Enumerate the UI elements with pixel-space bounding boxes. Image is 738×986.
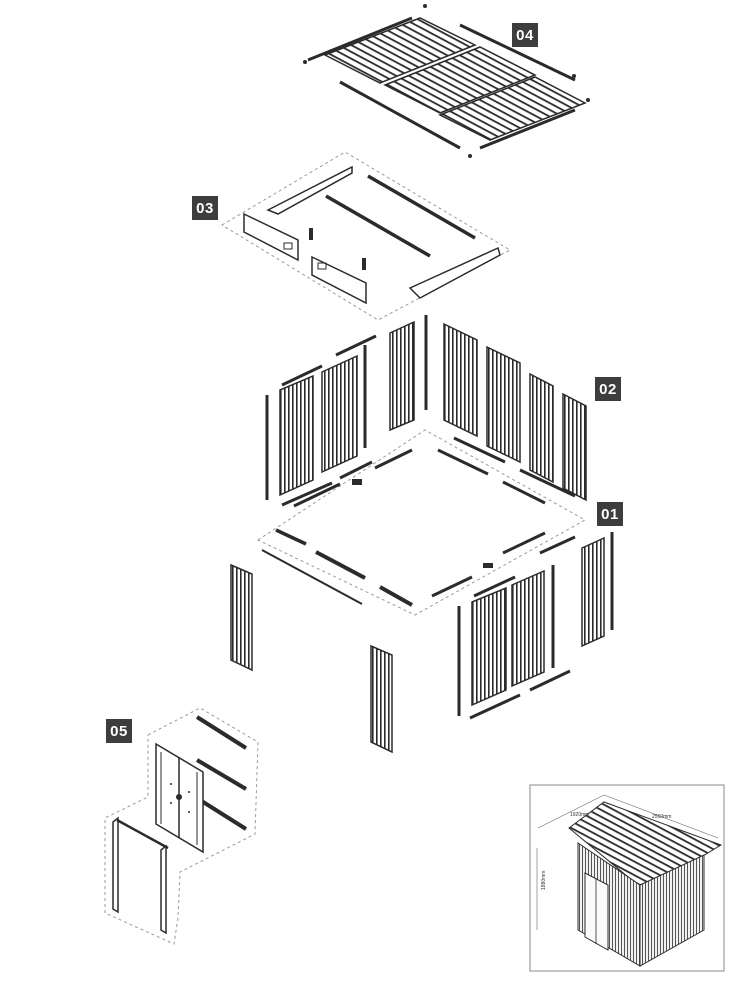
floor-frame-assembly [256, 429, 587, 616]
finished-shed-inset: 1920mm 2560mm 1880mm [529, 784, 725, 972]
depth-dimension-label: 2560mm [652, 814, 671, 820]
door-assembly [104, 707, 259, 945]
roof-frame-assembly [221, 151, 512, 321]
step-label-03: 03 [192, 196, 218, 220]
height-dimension-label: 1880mm [541, 871, 547, 890]
rear-side-walls [265, 315, 587, 507]
step-label-01: 01 [597, 502, 623, 526]
roof-assembly [303, 4, 590, 158]
front-side-walls [230, 532, 614, 754]
width-dimension-label: 1920mm [570, 812, 589, 818]
step-label-05: 05 [106, 719, 132, 743]
step-label-02: 02 [595, 377, 621, 401]
step-label-04: 04 [512, 23, 538, 47]
